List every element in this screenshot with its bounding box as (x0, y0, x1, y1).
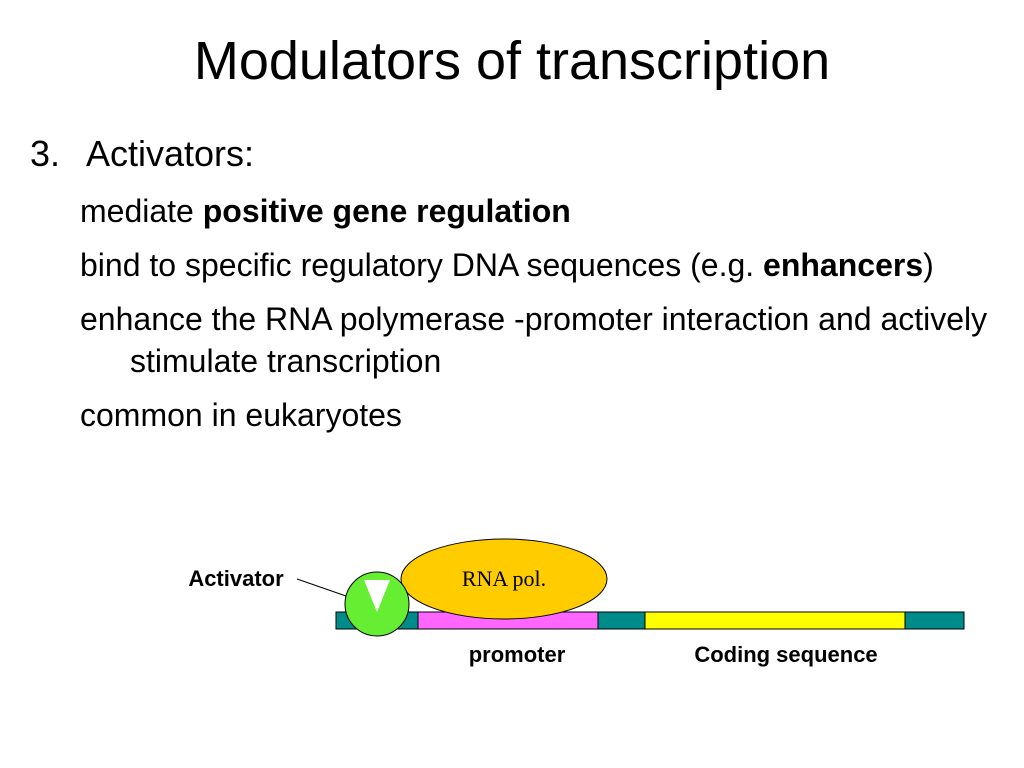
slide-title: Modulators of transcription (193, 31, 831, 91)
bullet-bold-text: enhancers (763, 247, 924, 283)
bullet-enhance-interaction: enhance the RNA polymerase -promoter int… (80, 298, 1010, 382)
bullet-positive-regulation: mediate positive gene regulation (80, 190, 1010, 232)
rna-pol-label: RNA pol. (462, 566, 546, 591)
bullet-text: common in eukaryotes (80, 397, 402, 433)
activator-binding-notch (364, 580, 390, 612)
coding-sequence-label: Coding sequence (694, 642, 877, 667)
bullet-text: bind to specific regulatory DNA sequence… (80, 247, 764, 283)
activator-leader-line (296, 578, 347, 597)
rna-polymerase-shape (400, 538, 608, 620)
bullet-text: ) (923, 247, 934, 283)
promoter-label: promoter (469, 642, 566, 667)
bullet-bold-text: positive gene regulation (202, 193, 571, 229)
dna-segment-right (904, 611, 965, 630)
bullet-eukaryotes: common in eukaryotes (80, 394, 1010, 436)
activator-label: Activator (188, 566, 284, 591)
bullet-bind-dna: bind to specific regulatory DNA sequence… (80, 244, 1010, 286)
bullet-text: enhance the RNA polymerase -promoter int… (80, 301, 988, 379)
item-number: 3. (30, 133, 61, 174)
item-label: Activators: (86, 133, 255, 174)
coding-segment (644, 611, 906, 630)
bullet-text: mediate (80, 193, 203, 229)
bullet-list: mediate positive gene regulation bind to… (80, 190, 1010, 448)
numbered-item-activators: 3. Activators: (30, 130, 254, 178)
dna-segment-middle (597, 611, 646, 630)
